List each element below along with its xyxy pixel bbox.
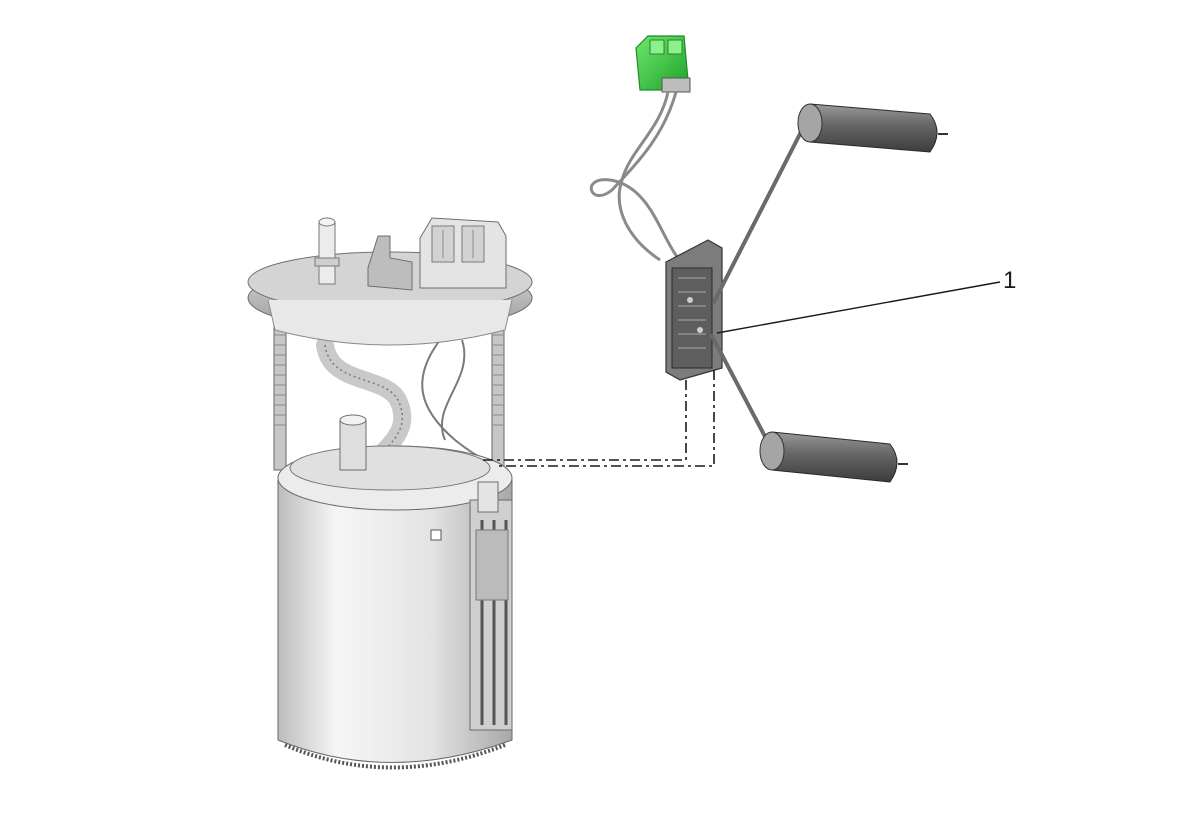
float-arm-lower	[710, 334, 772, 448]
assembly-guide-line-1	[480, 380, 687, 461]
sender-wire-2	[589, 91, 680, 259]
pump-motor-neck	[339, 419, 367, 471]
fuel-pump-module-icon	[247, 217, 533, 770]
reservoir-canister	[277, 479, 513, 763]
assembly-guide-line-2	[496, 370, 715, 467]
reservoir-canister-rim	[289, 445, 491, 491]
pump-motor-neck-top	[339, 414, 367, 426]
callout-number-1: 1	[1003, 267, 1016, 294]
fuel-outlet-pipe	[318, 221, 336, 285]
internal-wire-b	[440, 339, 466, 441]
float-arm-upper	[712, 128, 804, 304]
fuel-hose-edge	[324, 344, 404, 456]
fuel-outlet-pipe-top	[318, 217, 336, 227]
float-icon	[797, 103, 948, 153]
sender-mount-plate	[469, 499, 513, 731]
flange-skirt	[267, 299, 513, 346]
flange-electrical-connector-icon	[419, 217, 507, 289]
fuel-level-sender-icon	[589, 35, 948, 483]
sender-connector-stub	[477, 481, 499, 513]
sender-card	[665, 239, 723, 381]
rod-thread-left	[274, 334, 286, 426]
callout-leader-line	[716, 281, 1001, 334]
internal-wire-a	[421, 339, 491, 463]
electrical-connector-icon	[635, 35, 691, 93]
canister-label-mark	[430, 529, 442, 541]
assembly-guide-lines	[480, 370, 715, 467]
fuel-outlet-collar	[314, 257, 340, 267]
reservoir-canister-bottom-ribs	[284, 743, 506, 770]
flange-bracket	[367, 235, 413, 291]
float-icon-lower	[759, 431, 908, 483]
rod-thread-right	[492, 334, 504, 426]
